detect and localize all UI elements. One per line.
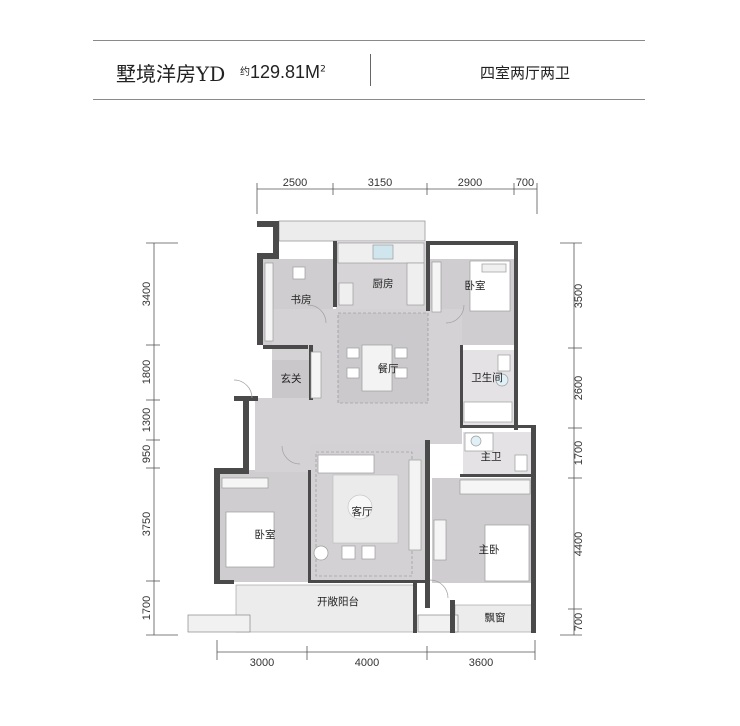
- balcony-floor: [235, 584, 415, 633]
- room-label-study: 书房: [291, 293, 312, 306]
- header-divider: [370, 54, 371, 86]
- study-chair: [292, 266, 306, 280]
- dim-top-3: 2900: [458, 177, 482, 189]
- dim-left-2: 1800: [141, 360, 153, 384]
- room-label-bedroom-sw: 卧室: [255, 528, 276, 541]
- study-shelf: [264, 262, 274, 342]
- room-label-dining: 餐厅: [378, 362, 399, 375]
- dim-top-2: 3150: [368, 177, 392, 189]
- dim-right-3: 1700: [573, 441, 585, 465]
- dining-table: [361, 344, 393, 392]
- foyer-floor: [272, 360, 312, 400]
- room-label-kitchen: 厨房: [373, 277, 394, 290]
- master-bath-toilet: [514, 454, 528, 472]
- area-prefix: 约: [240, 67, 250, 78]
- balcony-sill-left: [187, 614, 251, 633]
- master-wardrobe: [459, 479, 531, 495]
- room-labels: 书房 厨房 卧室 餐厅 玄关 卫生间 主卫 客厅 卧室 主卧 开敞阳台 飘窗: [255, 277, 506, 624]
- dim-right-2: 2600: [573, 376, 585, 400]
- wardrobe-sw: [221, 477, 269, 489]
- dim-left-6: 1700: [141, 596, 153, 620]
- sw-hall-floor: [255, 398, 310, 472]
- dim-right-1: 3500: [573, 284, 585, 308]
- dim-top-1: 2500: [283, 177, 307, 189]
- room-label-bathroom: 卫生间: [471, 371, 503, 384]
- master-desk: [433, 519, 447, 561]
- armchair-1: [341, 545, 356, 560]
- dim-top-4: 700: [516, 177, 534, 189]
- sofa: [317, 454, 375, 474]
- dim-left-4: 950: [141, 445, 153, 463]
- room-label-bay-window: 飘窗: [485, 611, 506, 624]
- door-swings: [233, 304, 465, 599]
- dim-bottom-1: 3000: [250, 657, 274, 669]
- bed-ne-pillow: [481, 263, 507, 273]
- area-label: 约129.81M2: [240, 62, 326, 83]
- armchair-2: [361, 545, 376, 560]
- room-label-foyer: 玄关: [281, 372, 302, 385]
- bathroom-toilet: [497, 354, 511, 372]
- layout-type: 四室两厅两卫: [480, 64, 571, 82]
- tv-console: [408, 459, 422, 551]
- dim-bottom-2: 4000: [355, 657, 379, 669]
- fridge: [338, 282, 354, 306]
- dim-left-5: 3750: [141, 512, 153, 536]
- dim-right-4: 4400: [573, 532, 585, 556]
- side-table: [313, 545, 329, 561]
- bay-sill: [417, 614, 459, 633]
- page-title: 墅境洋房YD: [116, 62, 226, 86]
- header-top-rule: [93, 40, 645, 41]
- dimension-labels: 2500 3150 2900 700 3000 4000 3600 3400 1…: [141, 177, 585, 669]
- dim-right-5: 700: [573, 613, 585, 631]
- kitchen-sink: [372, 244, 394, 260]
- dim-left-3: 1300: [141, 408, 153, 432]
- bathroom-basin: [495, 373, 509, 387]
- room-label-master-bed: 主卧: [479, 543, 500, 556]
- room-label-living: 客厅: [352, 505, 373, 518]
- room-label-bedroom-ne: 卧室: [465, 279, 486, 292]
- master-bed: [484, 524, 530, 582]
- area-unit-sup: 2: [320, 64, 326, 75]
- bed-sw: [225, 511, 275, 568]
- area-value: 129.81M: [250, 62, 321, 82]
- bay-window-floor: [454, 604, 536, 633]
- top-terrace: [278, 220, 426, 242]
- foyer-cabinet: [310, 351, 322, 399]
- header-bottom-rule: [93, 99, 645, 100]
- master-bath-basin: [470, 435, 482, 447]
- furniture: [221, 242, 531, 582]
- wardrobe-ne: [431, 261, 442, 313]
- room-label-master-bath: 主卫: [481, 451, 502, 463]
- bathroom-vanity: [463, 401, 513, 423]
- dimension-lines: [146, 183, 582, 660]
- dim-left-1: 3400: [141, 282, 153, 306]
- room-label-balcony: 开敞阳台: [317, 595, 359, 608]
- dim-bottom-3: 3600: [469, 657, 493, 669]
- kitchen-counter-side: [406, 262, 425, 306]
- rug-ornament: [347, 494, 373, 520]
